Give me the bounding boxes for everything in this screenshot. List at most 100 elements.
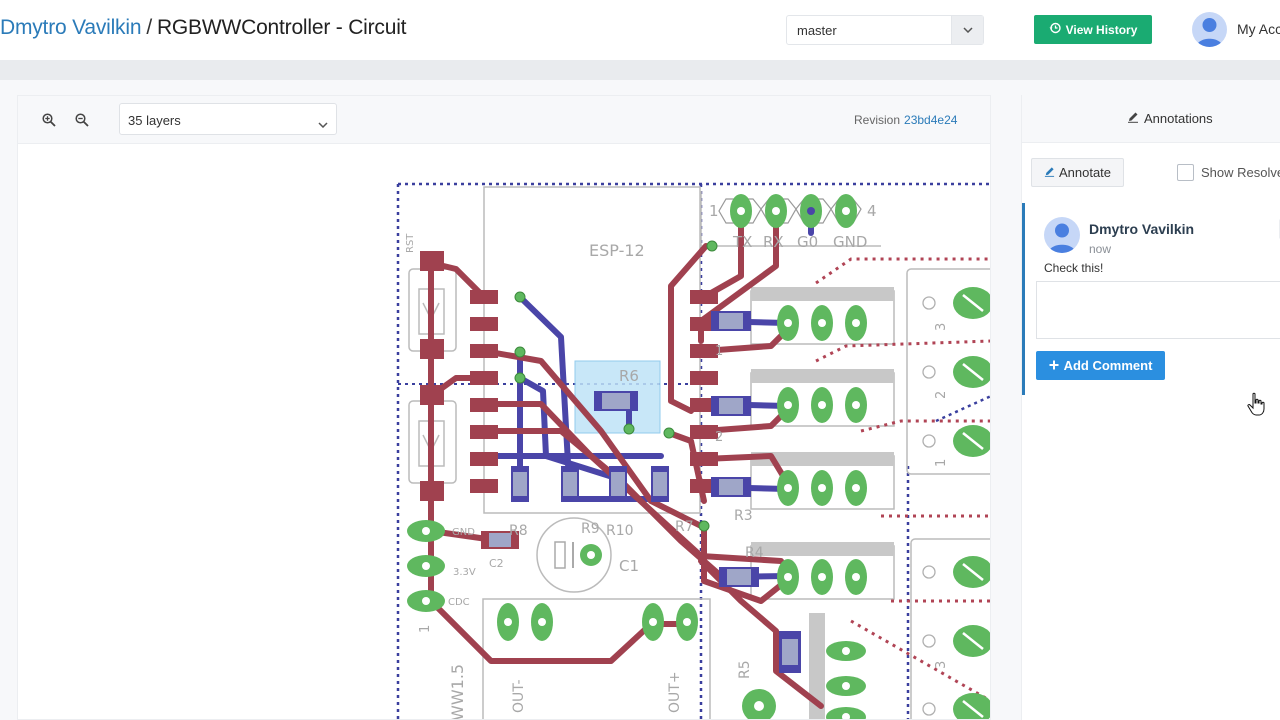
- via: [663, 427, 675, 439]
- header-pin-label: 4: [867, 202, 877, 220]
- annotations-title: Annotations: [1127, 111, 1213, 126]
- smd-pad: [470, 425, 498, 439]
- bottom-trace: [517, 375, 622, 482]
- via: [514, 291, 526, 303]
- pin-hole: [422, 597, 430, 605]
- annotate-button[interactable]: Annotate: [1031, 158, 1124, 187]
- chevron-down-icon: [951, 16, 983, 44]
- board-outline: [396, 182, 990, 719]
- history-icon: [1049, 22, 1061, 37]
- header-divider: [0, 60, 1280, 80]
- r6-label: R6: [619, 367, 639, 385]
- pin-hole: [842, 713, 850, 719]
- pcb-canvas[interactable]: ESP-12 1 TX RX G0 GND 4 R6 R8 R9 R10 R7 …: [18, 144, 991, 720]
- c1-polarity: [554, 541, 566, 569]
- account-menu[interactable]: My Acc: [1237, 21, 1280, 37]
- switch-pad: [420, 481, 444, 501]
- smd-pad: [470, 398, 498, 412]
- terminal-slot: [962, 432, 984, 450]
- r5-resistor: [782, 639, 798, 665]
- smd-pad: [690, 452, 718, 466]
- dotted-trace: [850, 619, 990, 703]
- pin-hole: [807, 207, 815, 215]
- smd-pad: [470, 452, 498, 466]
- top-trace: [481, 348, 704, 529]
- power-pin-label: 3.3V: [453, 567, 476, 578]
- show-resolved-label[interactable]: Show Resolve: [1201, 165, 1280, 180]
- gate-resistor: [719, 313, 743, 329]
- top-trace: [698, 558, 824, 709]
- terminal-number-label: 3: [934, 323, 949, 331]
- pin-hole: [649, 618, 657, 626]
- repo-name: RGBWWController - Circuit: [156, 16, 407, 39]
- view-history-label: View History: [1065, 22, 1138, 37]
- terminal-number-label: 3: [934, 661, 949, 669]
- pin-hole: [422, 527, 430, 535]
- smd-pad: [690, 344, 718, 358]
- pin-hole: [818, 319, 826, 327]
- header-pin-label: RX: [763, 233, 784, 251]
- terminal-pin: [953, 693, 990, 719]
- pin-hole: [683, 618, 691, 626]
- terminal-hole: [922, 434, 936, 448]
- terminal-number-label: 1: [934, 459, 949, 467]
- pin-hole: [538, 618, 546, 626]
- pin-hole: [852, 573, 860, 581]
- zoom-out-icon[interactable]: [72, 110, 92, 130]
- terminal-hole: [922, 702, 936, 716]
- regulator-tab: [809, 613, 825, 719]
- gate-resistor: [719, 479, 743, 495]
- revision-hash[interactable]: 23bd4e24: [904, 113, 958, 127]
- reply-textarea[interactable]: [1036, 281, 1280, 339]
- zoom-in-icon[interactable]: [39, 110, 59, 130]
- pin-one-label: 1: [418, 625, 433, 633]
- annotations-title-label: Annotations: [1144, 111, 1213, 126]
- layers-select[interactable]: 35 layers: [119, 103, 337, 135]
- show-resolved-checkbox[interactable]: [1177, 164, 1194, 181]
- terminal-slot: [962, 363, 984, 381]
- switch-pad: [420, 385, 444, 405]
- board-version-label: WW1.5: [448, 664, 467, 720]
- pin-hole: [784, 319, 792, 327]
- c1-label: C1: [619, 557, 639, 575]
- via: [623, 423, 635, 435]
- switch-pad: [420, 339, 444, 359]
- terminal-slot: [962, 294, 984, 312]
- smd-pad: [470, 317, 498, 331]
- terminal-slot: [962, 632, 984, 650]
- pin-hole: [852, 401, 860, 409]
- resistor: [563, 472, 577, 496]
- add-comment-button[interactable]: Add Comment: [1036, 351, 1165, 380]
- avatar[interactable]: [1192, 12, 1227, 47]
- terminal-slot: [962, 700, 984, 718]
- avatar: [1044, 217, 1080, 253]
- view-history-button[interactable]: View History: [1034, 15, 1152, 44]
- branch-select[interactable]: master: [786, 15, 984, 45]
- dotted-trace: [815, 339, 990, 363]
- mosfet-tab: [751, 452, 894, 466]
- mosfet-tab: [751, 369, 894, 383]
- smd-pad: [690, 425, 718, 439]
- pin-hole: [818, 484, 826, 492]
- header-pin-label: GND: [833, 233, 867, 251]
- pin-hole: [818, 401, 826, 409]
- branch-value: master: [797, 23, 837, 38]
- terminal-hole: [922, 565, 936, 579]
- r6-resistor: [602, 393, 630, 409]
- comment-timestamp: now: [1089, 242, 1112, 256]
- comment-author[interactable]: Dmytro Vavilkin: [1089, 221, 1195, 237]
- resistor: [653, 472, 667, 496]
- header-pin-label: G0: [797, 233, 818, 251]
- output-connector-outline: [482, 598, 711, 719]
- owner-link[interactable]: Dmytro Vavilkin: [0, 16, 142, 39]
- pin-hole: [754, 701, 764, 711]
- annotate-label: Annotate: [1058, 165, 1112, 180]
- pin-hole: [842, 682, 850, 690]
- pin-hole: [737, 207, 745, 215]
- comment-thread: Dmytro Vavilkin now Check this! Add Comm…: [1022, 203, 1280, 395]
- c2-label: C2: [489, 557, 504, 570]
- pin-hole: [772, 207, 780, 215]
- rst-label: RST: [405, 233, 416, 253]
- header-outline: [718, 198, 862, 224]
